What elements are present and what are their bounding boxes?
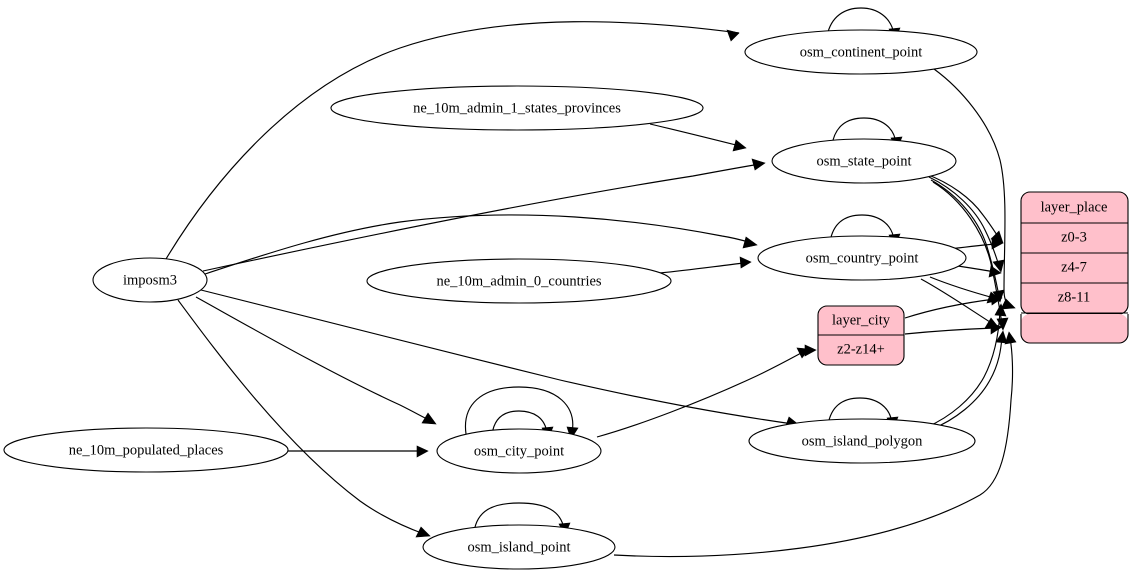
record-row-layer_place-z0-3[interactable]: z0-3	[1061, 229, 1087, 245]
record-node-layer_city[interactable]: layer_city z2-z14+	[817, 305, 905, 366]
node-label-osm_city_point: osm_city_point	[474, 443, 564, 459]
edge-osm_island_point-to-layer_place-z12	[613, 331, 1017, 558]
edge-osm_island_polygon-to-layer_place-z12	[929, 330, 1008, 431]
node-label-osm_continent_point: osm_continent_point	[800, 44, 922, 60]
record-row-layer_city-z2-z14[interactable]: z2-z14+	[837, 341, 885, 357]
edge-osm_country_point-to-layer_place-z0-3	[949, 237, 1004, 250]
edge-ne_10m_admin_0_countries-to-osm_country_point	[659, 256, 752, 274]
edge-osm_island_polygon-to-layer_place-z8-11	[926, 303, 1007, 428]
edge-layer_city-to-layer_place-z12	[904, 322, 1003, 335]
edge-ne_10m_admin_1_states_provinces-to-osm_state_point	[649, 123, 747, 152]
node-label-ne_10m_admin_1_states_provinces: ne_10m_admin_1_states_provinces	[413, 100, 621, 116]
node-osm_island_polygon[interactable]: osm_island_polygon	[748, 418, 976, 464]
node-ne_10m_admin_1_states_provinces[interactable]: ne_10m_admin_1_states_provinces	[330, 85, 704, 131]
node-label-ne_10m_admin_0_countries: ne_10m_admin_0_countries	[436, 273, 601, 289]
node-layer: imposm3 ne_10m_admin_1_states_provinces …	[3, 29, 1129, 570]
edge-osm_continent_point-to-layer_place-z12	[933, 68, 1016, 310]
edge-osm_city_point-to-layer_city	[596, 347, 810, 438]
record-row-layer_place-z4-7[interactable]: z4-7	[1061, 259, 1087, 275]
record-row-layer_city-title: layer_city	[832, 312, 891, 328]
edge-imposm3-to-osm_island_point	[177, 299, 431, 538]
edge-imposm3-to-osm_state_point	[202, 158, 766, 272]
node-label-imposm3: imposm3	[123, 272, 177, 288]
edge-imposm3-to-osm_city_point	[195, 296, 437, 425]
node-label-osm_island_point: osm_island_point	[467, 539, 570, 555]
node-osm_city_point[interactable]: osm_city_point	[436, 428, 602, 474]
node-osm_island_point[interactable]: osm_island_point	[422, 524, 616, 570]
edge-ne_10m_populated_places-to-osm_city_point	[288, 445, 429, 458]
edge-imposm3-to-osm_continent_point	[165, 21, 740, 260]
edge-osm_state_point-to-layer_place-z4-7	[928, 176, 1005, 273]
edge-imposm3-to-osm_island_polygon	[200, 289, 800, 429]
node-label-ne_10m_populated_places: ne_10m_populated_places	[69, 442, 224, 458]
node-label-osm_country_point: osm_country_point	[806, 250, 919, 266]
node-ne_10m_populated_places[interactable]: ne_10m_populated_places	[3, 427, 289, 473]
edge-osm_country_point-to-layer_place-z12	[920, 278, 1000, 329]
node-osm_country_point[interactable]: osm_country_point	[757, 235, 967, 281]
record-row-layer_place-z8-11[interactable]: z8-11	[1058, 289, 1090, 305]
edge-layer_city-to-layer_place-z8-11	[904, 293, 1003, 319]
edge-osm_country_point-to-layer_place-z4-7	[957, 265, 1002, 278]
node-label-osm_state_point: osm_state_point	[816, 153, 911, 169]
record-node-layer_place[interactable]: layer_place z0-3 z4-7 z8-11 z12-z14+	[1020, 191, 1129, 335]
node-label-osm_island_polygon: osm_island_polygon	[802, 433, 924, 449]
node-osm_state_point[interactable]: osm_state_point	[771, 138, 957, 184]
edge-imposm3-to-osm_country_point	[204, 214, 758, 275]
edge-arrow-into-layer_city	[804, 344, 817, 357]
record-row-layer_place-title: layer_place	[1041, 199, 1108, 215]
node-osm_continent_point[interactable]: osm_continent_point	[744, 29, 978, 75]
node-ne_10m_admin_0_countries[interactable]: ne_10m_admin_0_countries	[366, 258, 672, 304]
node-imposm3[interactable]: imposm3	[92, 257, 208, 303]
